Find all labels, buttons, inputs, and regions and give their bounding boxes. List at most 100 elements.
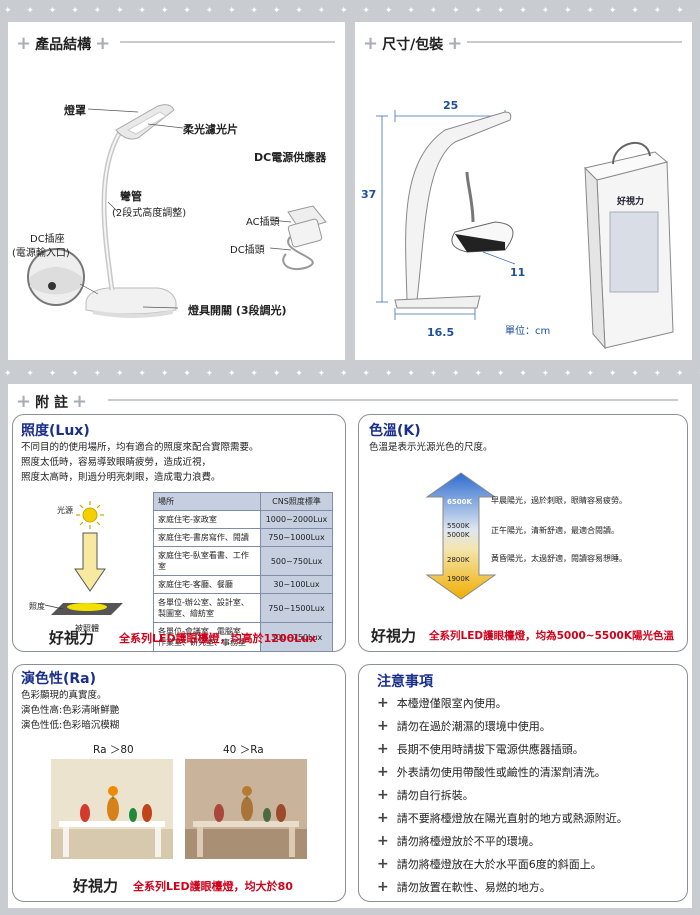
plus-icon: + (377, 856, 389, 872)
ra-high-image (51, 759, 173, 859)
list-item: + 請勿將檯燈放在大於水平面6度的斜面上。 (377, 856, 602, 872)
plus-icon: + (377, 764, 389, 780)
label-dc-plug: DC插頭 (230, 245, 265, 256)
label-switch: 燈具開關 (3段調光) (188, 304, 287, 317)
structure-panel: + 產品結構 + 燈罩 柔光濾光片 DC電源供應器 彎管 (2段式高度調整) (8, 22, 345, 360)
notes-box: 注意事項 +本檯燈僅限室內使用。 +請勿在過於潮濕的環境中使用。 +長期不使用時… (358, 664, 688, 902)
table-cell: 750~1500Lux (260, 593, 333, 623)
note-text: 請勿將檯燈放於不平的環境。 (396, 835, 540, 848)
note-text: 請勿在過於潮濕的環境中使用。 (396, 720, 551, 733)
table-cell: 家庭住宅-客廳、餐廳 (153, 575, 261, 594)
plus-icon: + (377, 695, 389, 711)
plus-icon: + (377, 879, 389, 895)
note-text: 長期不使用時請拔下電源供應器插頭。 (396, 743, 584, 756)
label-ac-plug: AC插頭 (246, 217, 280, 228)
lamp-structure-illustration (27, 104, 327, 318)
kelvin-desc: 色溫是表示光源光色的尺度。 (369, 442, 493, 453)
brand-logo: 好視力 (73, 877, 119, 895)
table-cell: 30~100Lux (260, 575, 333, 594)
appendix-panel: + 附 註 + 照度(Lux) 不同目的的使用場所，均有適合的照度來配合實際需要… (8, 384, 692, 908)
table-cell: 500~750Lux (260, 546, 333, 576)
table-header-cell: 場所 (153, 492, 261, 511)
heading-divider (120, 41, 335, 43)
note-text: 請勿自行拆裝。 (396, 789, 474, 802)
kelvin-desc-evening: 黃昏陽光，太過舒適，閱讀容易想睡。 (491, 554, 627, 563)
list-item: + 本檯燈僅限室內使用。 (377, 695, 507, 711)
dim-width: 25 (443, 99, 459, 112)
lux-title: 照度(Lux) (21, 423, 90, 439)
brand-logo: 好視力 (49, 629, 95, 647)
table-cell: 300~750Lux (260, 622, 333, 652)
kelvin-box: 色溫(K) 色溫是表示光源光色的尺度。 6500K 5500K 5000K 28… (358, 414, 688, 652)
list-item: + 請勿自行拆裝。 (377, 787, 474, 803)
lux-line2: 照度太低時，容易導致眼睛疲勞，造成近視， (21, 457, 212, 468)
label-dc-socket: DC插座 (30, 234, 65, 245)
table-cell: 家庭住宅-書房寫作、閱讀 (153, 528, 261, 547)
dim-base: 16.5 (427, 326, 455, 339)
plus-icon: + (363, 33, 379, 54)
table-cell: 1000~2000Lux (260, 510, 333, 529)
label-dc-supply: DC電源供應器 (254, 151, 327, 164)
label-tube-note: (2段式高度調整) (112, 208, 187, 219)
structure-title: 產品結構 (35, 37, 92, 53)
note-text: 請勿放置在軟性、易燃的地方。 (396, 881, 551, 894)
plus-icon: + (377, 787, 389, 803)
lux-box: 照度(Lux) 不同目的的使用場所，均有適合的照度來配合實際需要。 照度太低時，… (12, 414, 346, 652)
kelvin-desc-noon: 正午陽光，清新舒適，最適合閱讀。 (491, 526, 619, 535)
middle-dot-border: ✦ ✦ ✦ ✦ ✦ ✦ ✦ ✦ ✦ ✦ ✦ ✦ ✦ ✦ ✦ ✦ ✦ ✦ ✦ ✦ … (4, 369, 700, 379)
plus-icon: + (71, 391, 88, 412)
list-item: + 請勿將檯燈放於不平的環境。 (377, 833, 540, 849)
plus-icon: + (16, 33, 32, 54)
appendix-title: 附 註 (35, 395, 68, 411)
table-cell: 各單位-會議室、電腦室、作業室、研究室、事務室 (153, 622, 261, 652)
size-title: 尺寸/包裝 (382, 37, 444, 53)
ra-promo: 全系列LED護眼檯燈，均大於80 (133, 880, 293, 893)
ra-line2: 演色性高:色彩清晰鮮艷 (21, 705, 120, 716)
unit-label: 單位：cm (505, 326, 551, 337)
label-filter: 柔光濾光片 (183, 123, 238, 136)
plus-icon: + (377, 833, 389, 849)
surface-label: 被照體 (75, 624, 99, 633)
kelvin-title: 色溫(K) (369, 423, 421, 439)
plus-icon: + (95, 33, 111, 54)
note-text: 外表請勿使用帶酸性或鹼性的清潔劑清洗。 (396, 766, 606, 779)
temp-5500k: 5500K (447, 522, 470, 530)
list-item: + 外表請勿使用帶酸性或鹼性的清潔劑清洗。 (377, 764, 606, 780)
illuminance-label: 照度 (29, 602, 45, 611)
dim-depth: 11 (510, 266, 526, 279)
lux-promo: 全系列LED護眼檯燈，均高於1200Lux (119, 632, 317, 645)
temp-1900k: 1900K (447, 575, 470, 583)
temp-5000k: 5000K (447, 531, 470, 539)
heading-divider (467, 41, 682, 43)
list-item: + 請勿在過於潮濕的環境中使用。 (377, 718, 551, 734)
table-header-row: 場所 CNS照度標準 (153, 492, 333, 511)
size-heading: + 尺寸/包裝 + (359, 34, 466, 54)
plus-icon: + (377, 718, 389, 734)
ra-title: 演色性(Ra) (21, 671, 97, 687)
lux-diagram (44, 501, 123, 615)
label-dc-socket-note: (電源輸入口) (12, 248, 70, 259)
kelvin-desc-morning: 早晨陽光，過於刺眼，眼睛容易疲勞。 (491, 496, 627, 505)
table-cell: 各單位-辦公室、設計室、製圖室、繪紡室 (153, 593, 261, 623)
structure-heading: + 產品結構 + (12, 34, 114, 54)
size-panel: + 尺寸/包裝 + 好視力 25 37 11 16.5 單位：cm (355, 22, 692, 360)
plus-icon: + (447, 33, 463, 54)
heading-divider (108, 399, 678, 401)
lux-line1: 不同目的的使用場所，均有適合的照度來配合實際需要。 (21, 442, 259, 453)
note-text: 本檯燈僅限室內使用。 (396, 697, 507, 710)
kelvin-arrow (425, 472, 497, 600)
light-source-label: 光源 (57, 506, 73, 515)
temp-2800k: 2800K (447, 556, 470, 564)
dim-height: 37 (361, 188, 377, 201)
ra-low-label: 40 ＞Ra (223, 744, 264, 756)
plus-icon: + (16, 391, 32, 412)
label-shade: 燈罩 (64, 104, 86, 117)
note-text: 請勿將檯燈放在大於水平面6度的斜面上。 (396, 858, 602, 871)
label-tube: 彎管 (120, 190, 142, 203)
ra-line3: 演色性低:色彩暗沉模糊 (21, 720, 120, 731)
